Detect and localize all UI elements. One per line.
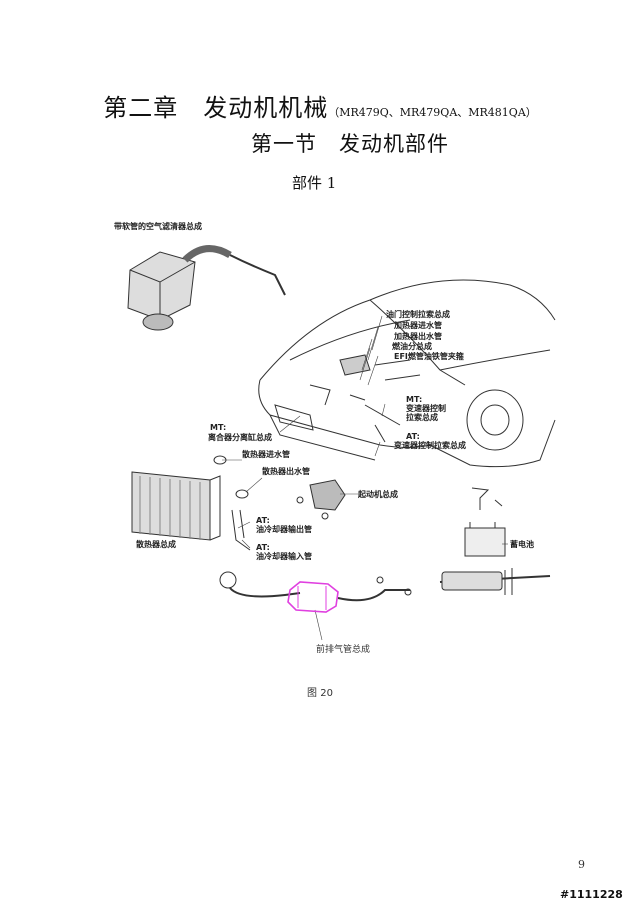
label-at-cooler-in-2: 油冷却器输入管: [256, 552, 312, 561]
label-throttle-cable: 油门控制拉索总成: [386, 310, 450, 319]
label-mt-clutch-1: MT:: [210, 423, 227, 432]
front-exhaust-highlight: [287, 581, 339, 613]
label-front-exhaust: 前排气管总成: [316, 645, 371, 655]
figure-caption: 图 20: [307, 688, 333, 699]
label-rad-outlet: 散热器出水管: [262, 467, 310, 476]
label-at-trans-1: AT:: [406, 432, 420, 441]
label-rad-inlet: 散热器进水管: [242, 450, 290, 459]
air-cleaner-drawing: [127, 245, 286, 331]
chapter-title-text: 第二章 发动机机械: [103, 94, 329, 122]
label-at-trans-2: 变速器控制拉索总成: [394, 441, 466, 450]
label-mt-trans-1: MT:: [406, 395, 423, 404]
section-title: 第一节 发动机部件: [251, 132, 449, 156]
label-at-cooler-out-1: AT:: [256, 516, 270, 525]
label-heater-inlet: 加热器进水管: [394, 321, 442, 330]
label-radiator: 散热器总成: [136, 540, 176, 549]
label-air-cleaner: 带软管的空气滤清器总成: [114, 222, 202, 231]
radiator-drawing: [131, 471, 221, 541]
label-mt-clutch-2: 离合器分离缸总成: [208, 433, 272, 442]
label-mt-trans-3: 拉索总成: [406, 413, 438, 422]
label-at-cooler-in-1: AT:: [256, 543, 270, 552]
battery-drawing: [464, 487, 506, 557]
engine-parts-figure: 带软管的空气滤清器总成 油门控制拉索总成 加热器进水管 加热器出水管 燃油分总成…: [110, 210, 560, 670]
label-battery: 蓄电池: [510, 540, 534, 549]
hoses-drawing: [213, 455, 251, 551]
starter-drawing: [296, 479, 346, 520]
part-heading: 部件 1: [292, 174, 337, 192]
figure-drawing: [127, 245, 556, 641]
label-efi-clamp: EFI燃管油铁管夹箍: [394, 352, 464, 361]
document-stamp: #1111228: [560, 888, 623, 901]
page-number: 9: [578, 858, 585, 871]
leader-lines: [222, 315, 508, 641]
chapter-models: （MR479Q、MR479QA、MR481QA）: [328, 106, 537, 119]
label-fuel-dist: 燃油分总成: [392, 342, 432, 351]
exhaust-drawing: [219, 568, 551, 602]
label-mt-trans-2: 变速器控制: [406, 404, 446, 413]
label-heater-outlet: 加热器出水管: [394, 332, 442, 341]
label-at-cooler-out-2: 油冷却器输出管: [256, 525, 312, 534]
chapter-title: 第二章 发动机机械（MR479Q、MR479QA、MR481QA）: [0, 88, 640, 123]
label-starter: 起动机总成: [358, 490, 398, 499]
car-body-drawing: [258, 279, 556, 468]
